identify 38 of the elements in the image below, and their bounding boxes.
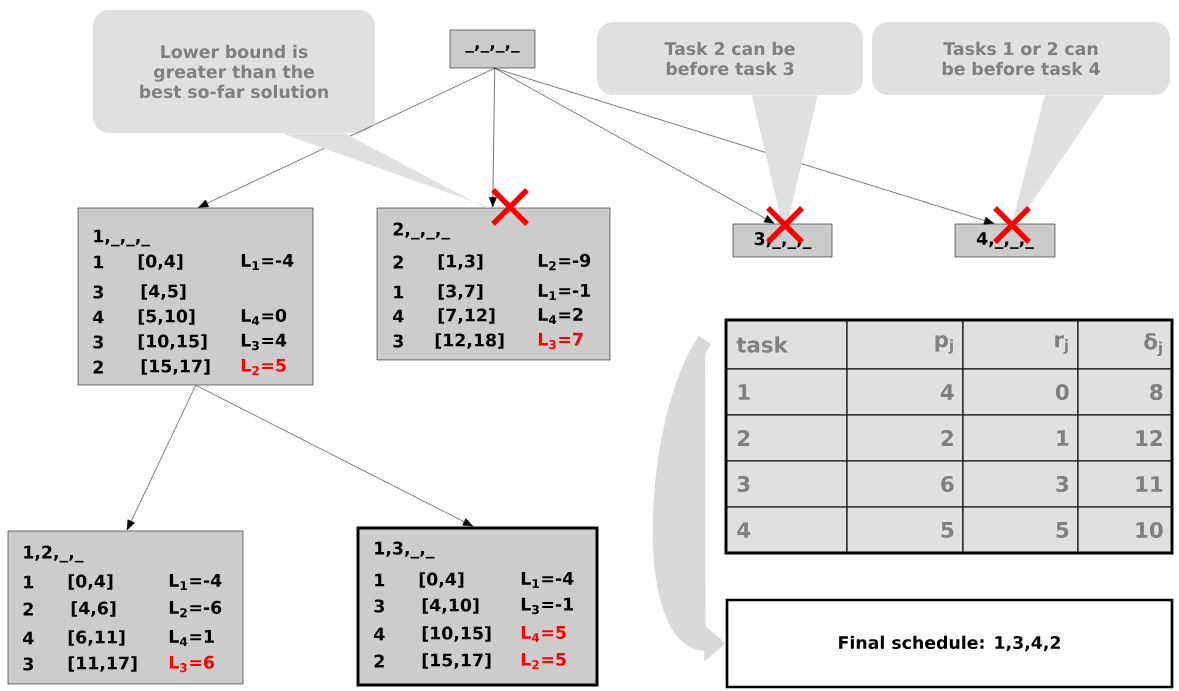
table-cell: 10: [1077, 506, 1173, 554]
table-cell: 2: [725, 414, 848, 462]
table-cell: 0: [962, 368, 1079, 416]
arrow: [126, 385, 196, 531]
table-cell: task: [725, 319, 848, 370]
schedule-box: 1,_,_,_ 1 [0,4] L$_{1}$=-4 3 [4,5] 4 [5,10] L$_{4}$=0 3 [10,15] L$_{3}$=4 2 [15,17] L$_{2}$=5: [77, 207, 314, 386]
arrow: [494, 68, 775, 224]
result-box: Final schedule: 1,3,4,2: [725, 598, 1174, 689]
table-cell: 11: [1077, 460, 1173, 508]
callout-pointer: [751, 95, 818, 224]
table-cell: 1: [725, 368, 848, 416]
node-box: _,_,_,_: [449, 29, 536, 69]
speech-bubble: Tasks 1 or 2 can be before task 4: [872, 22, 1170, 95]
table-cell: p$_{j}$: [846, 319, 964, 370]
table-cell: 8: [1077, 368, 1173, 416]
table-cell: 1: [962, 414, 1079, 462]
table-cell: 12: [1077, 414, 1173, 462]
table-cell: 6: [846, 460, 964, 508]
arrow: [198, 68, 495, 208]
table-cell: 2: [846, 414, 964, 462]
table-cell: r$_{j}$: [962, 319, 1079, 370]
arrow: [494, 68, 995, 225]
schedule-box: 1,2,_,_ 1 [0,4] L$_{1}$=-4 2 [4,6] L$_{2}$=-6 4 [6,11] L$_{4}$=1 3 [11,17] L$_{3}$=6: [7, 530, 244, 685]
table-cell: 3: [725, 460, 848, 508]
table-cell: 5: [962, 506, 1079, 554]
table-cell: 3: [962, 460, 1079, 508]
table-cell: 4: [846, 368, 964, 416]
node-box: 3,_,_,_: [732, 223, 833, 258]
table-cell: δ$_{j}$: [1077, 319, 1173, 370]
table-cell: 5: [846, 506, 964, 554]
node-box: 4,_,_,_: [954, 223, 1056, 258]
arrow: [195, 385, 474, 527]
table-cell: 4: [725, 506, 848, 554]
callout-pointer: [1012, 95, 1105, 224]
schedule-box: 1,3,_,_ 1 [0,4] L$_{1}$=-4 3 [4,10] L$_{3}$=-1 4 [10,15] L$_{4}$=5 2 [15,17] L$_{2}$=5: [356, 526, 599, 687]
callout-pointer: [281, 133, 491, 208]
arrow: [488, 68, 497, 208]
schedule-box: 2,_,_,_ 2 [1,3] L$_{2}$=-9 1 [3,7] L$_{1}$=-1 4 [7,12] L$_{4}$=2 3 [12,18] L$_{3}$=7: [376, 207, 611, 361]
